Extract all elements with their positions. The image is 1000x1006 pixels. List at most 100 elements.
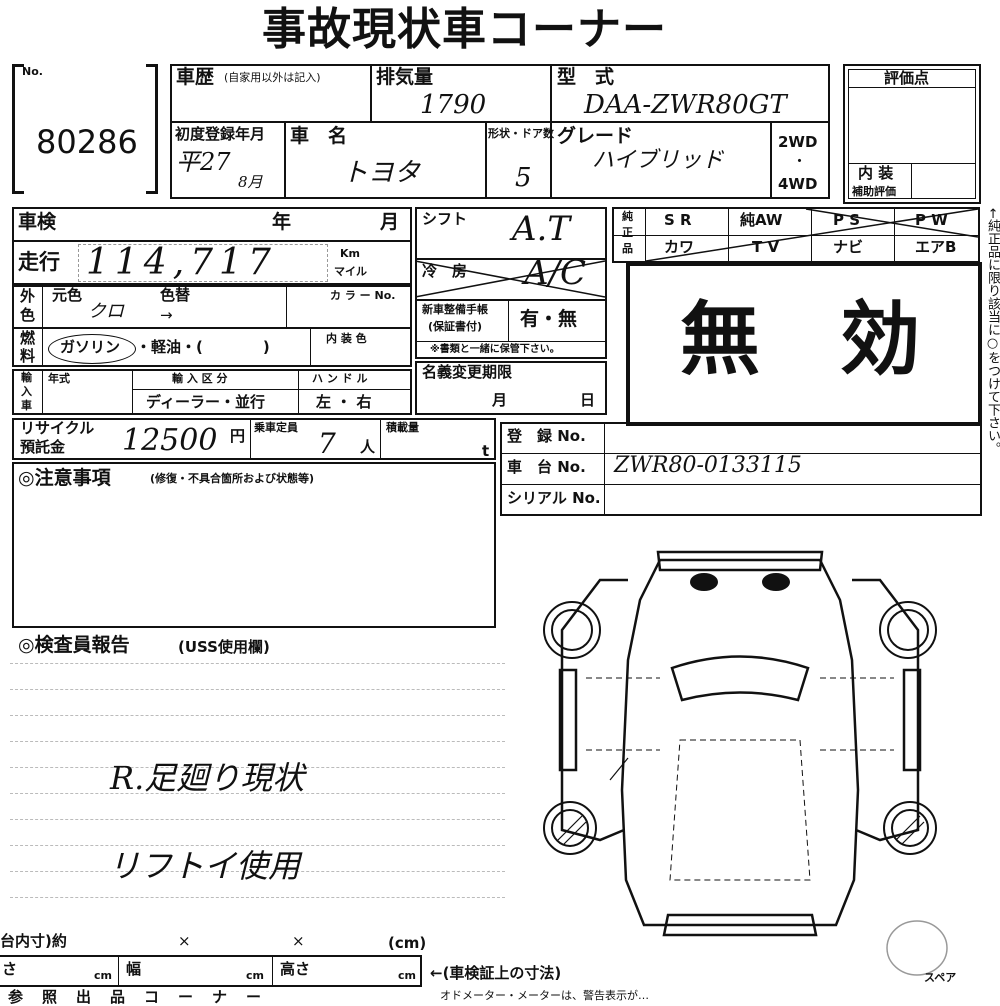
doors-label: 形状・ドア数 (488, 127, 554, 140)
fuel-label-1: 燃 (20, 329, 36, 347)
inner-dim-label: 台内寸)約 (0, 932, 67, 950)
color-orig-value: クロ (88, 301, 124, 322)
mileage-cells (78, 244, 328, 282)
equip-kawa: カワ (664, 238, 695, 256)
import-label-1: 輸 (21, 371, 32, 384)
serial-label: シリアル No. (507, 489, 601, 507)
drive-dot: ・ (792, 152, 808, 170)
name-change-label: 名義変更期限 (422, 363, 513, 381)
invalid-stamp-box (626, 262, 982, 426)
import-label-2: 入 (21, 385, 32, 398)
fuel-rest: ・軽油・( ) (136, 338, 270, 356)
lot-number: 80286 (36, 123, 138, 161)
lot-bracket-left-top (12, 64, 24, 67)
interior-color-label: 内 装 色 (326, 332, 367, 345)
fuel-gasoline-circle (48, 334, 136, 364)
first-reg-year: 平27 (176, 148, 231, 176)
lot-bracket-left (12, 64, 15, 194)
load-unit: t (482, 442, 490, 460)
rating-interior: 内 装 (858, 164, 894, 182)
grade-value: ハイブリッド (592, 148, 724, 173)
recycle-value: 12500 (122, 423, 218, 458)
inspector-sub: (USS使用欄) (178, 638, 270, 656)
dims-cm-1: cm (94, 969, 112, 982)
color-label-inner: 色 (20, 306, 36, 324)
manual-value: 有・無 (520, 308, 578, 330)
import-label-3: 車 (21, 399, 32, 412)
recycle-label-1: リサイクル (20, 419, 95, 437)
shaken-year: 年 (272, 211, 292, 233)
manual-label: 新車整備手帳 (422, 303, 488, 316)
drive-2wd: 2WD (778, 133, 818, 151)
model-label: 型 式 (557, 66, 615, 88)
car-body-diagram (543, 550, 937, 937)
name-change-day: 日 (580, 391, 596, 409)
inner-dim-x1: × (178, 932, 191, 950)
equip-label-2: 正 (622, 226, 633, 239)
vehicle-info-grid (170, 64, 830, 199)
import-year-label: 年式 (48, 372, 70, 385)
model-value: DAA-ZWR80GT (584, 90, 787, 120)
equip-label-3: 品 (622, 242, 633, 255)
dims-width: 幅 (126, 960, 142, 978)
shaken-dims-note: ←(車検証上の寸法) (430, 964, 562, 982)
color-fuel-block (12, 285, 412, 367)
load-label: 積載量 (386, 421, 419, 434)
mileage-mile: マイル (334, 265, 367, 278)
equip-navi: ナビ (833, 238, 864, 256)
page-title: 事故現状車コーナー (262, 4, 667, 55)
color-orig-label: 元色 (52, 286, 83, 304)
equip-airb: エアB (915, 238, 957, 256)
color-label-outer: 外 (20, 287, 36, 305)
rating-box (843, 64, 981, 204)
side-note: ←純正品に限り該当に○をつけて下さい。 (985, 208, 1000, 455)
caution-label: ◎注意事項 (18, 467, 111, 489)
recycle-label-2: 預託金 (20, 438, 66, 456)
equip-aw: 純AW (740, 211, 783, 229)
dims-row (0, 955, 422, 987)
color-code-label: カ ラ ー No. (330, 289, 396, 302)
capacity-label: 乗車定員 (254, 421, 298, 434)
equip-sr: S R (664, 211, 692, 229)
name-change-block (415, 361, 607, 415)
import-handle-label: ハ ン ド ル (312, 372, 368, 385)
capacity-value: 7 (318, 427, 336, 460)
fuel-label-2: 料 (20, 347, 36, 365)
car-name-value: トヨタ (342, 158, 421, 188)
drive-4wd: 4WD (778, 175, 818, 193)
mileage-km: Km (340, 247, 360, 260)
first-reg-label: 初度登録年月 (175, 125, 266, 143)
lot-bracket-right (155, 64, 158, 194)
mileage-value: 114,717 (86, 242, 277, 283)
import-kubun-label: 輸 入 区 分 (172, 372, 228, 385)
color-change-value: → (160, 306, 173, 324)
inspector-label: ◎検査員報告 (18, 634, 130, 656)
recycle-block (12, 418, 496, 460)
equip-label-1: 純 (622, 210, 633, 223)
dims-height: 高さ (280, 960, 311, 978)
mileage-label: 走行 (18, 250, 60, 274)
reference-row: 参 照 出 品 コ ー ナ ー (8, 988, 264, 1006)
chassis-value: ZWR80-0133115 (614, 453, 802, 478)
lot-bracket-right-bottom (146, 191, 158, 194)
lot-bracket-right-top (146, 64, 158, 67)
dims-cm-2: cm (246, 969, 264, 982)
shift-label: シフト (422, 210, 468, 228)
dims-length: さ (2, 960, 18, 978)
rating-label: 評価点 (884, 69, 930, 87)
inspector-note-2: リフトイ使用 (108, 847, 301, 885)
registration-block (500, 422, 982, 516)
shaken-mileage-block (12, 207, 412, 285)
color-change-label: 色替 (160, 286, 191, 304)
rating-interior-sub: 補助評価 (852, 185, 896, 198)
import-kubun-value: ディーラー・並行 (146, 393, 265, 411)
fuel-gasoline: ガソリン (60, 338, 121, 356)
import-block (12, 369, 412, 415)
displacement-value: 1790 (420, 90, 487, 120)
manual-note: ※書類と一緒に保管下さい。 (430, 344, 560, 355)
inner-dim-cm: (cm) (388, 934, 427, 952)
displacement-label: 排気量 (376, 66, 434, 88)
car-name-label: 車 名 (290, 125, 348, 147)
history-note: (自家用以外は記入) (224, 71, 321, 84)
aircon-label: 冷 房 (422, 262, 468, 280)
